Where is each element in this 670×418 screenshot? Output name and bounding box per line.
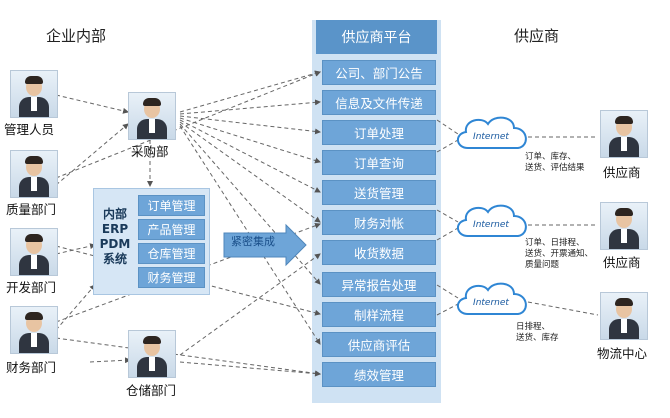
supplier-note-1: 订单、库存、 送货、评估结果	[525, 152, 585, 173]
module-supplier-eval[interactable]: 供应商评估	[322, 332, 436, 357]
module-exception-report[interactable]: 异常报告处理	[322, 272, 436, 297]
module-order-query[interactable]: 订单查询	[322, 150, 436, 175]
warehouse-avatar	[128, 330, 176, 378]
purchasing-avatar	[128, 92, 176, 140]
integration-arrow	[223, 223, 307, 267]
cloud-label-1: Internet	[473, 132, 509, 142]
purchasing-label: 采购部	[131, 144, 169, 159]
finance-avatar	[10, 306, 58, 354]
cloud-label-2: Internet	[473, 220, 509, 230]
heading-suppliers: 供应商	[514, 27, 560, 45]
erp-product-mgmt[interactable]: 产品管理	[138, 219, 205, 240]
quality-avatar	[10, 150, 58, 198]
supplier-1-label: 供应商	[603, 165, 641, 180]
development-avatar	[10, 228, 58, 276]
management-label: 管理人员	[4, 122, 55, 137]
logistics-label: 物流中心	[597, 346, 648, 361]
erp-finance-mgmt[interactable]: 财务管理	[138, 267, 205, 288]
module-delivery[interactable]: 送货管理	[322, 180, 436, 205]
warehouse-label: 仓储部门	[126, 383, 177, 398]
module-performance[interactable]: 绩效管理	[322, 362, 436, 387]
management-avatar	[10, 70, 58, 118]
quality-label: 质量部门	[6, 202, 57, 217]
erp-label: 内部 ERP PDM 系统	[99, 207, 131, 266]
module-order-processing[interactable]: 订单处理	[322, 120, 436, 145]
supplier-note-3: 日排程、 送货、库存	[516, 322, 559, 343]
cloud-label-3: Internet	[473, 298, 509, 308]
heading-internal: 企业内部	[46, 27, 107, 45]
supplier-note-2: 订单、日排程、 送货、开票通知、 质量问题	[525, 238, 594, 270]
logistics-avatar	[600, 292, 648, 340]
module-finance-reconcile[interactable]: 财务对帐	[322, 210, 436, 235]
module-announcements[interactable]: 公司、部门公告	[322, 60, 436, 85]
erp-warehouse-mgmt[interactable]: 仓库管理	[138, 243, 205, 264]
module-receipt-data[interactable]: 收货数据	[322, 240, 436, 265]
supplier-2-label: 供应商	[603, 255, 641, 270]
development-label: 开发部门	[6, 280, 57, 295]
platform-title: 供应商平台	[316, 20, 437, 54]
finance-label: 财务部门	[6, 360, 57, 375]
integration-label: 紧密集成	[231, 235, 275, 248]
module-info-transfer[interactable]: 信息及文件传递	[322, 90, 436, 115]
supplier-1-avatar	[600, 110, 648, 158]
erp-order-mgmt[interactable]: 订单管理	[138, 195, 205, 216]
module-sample-flow[interactable]: 制样流程	[322, 302, 436, 327]
supplier-2-avatar	[600, 202, 648, 250]
